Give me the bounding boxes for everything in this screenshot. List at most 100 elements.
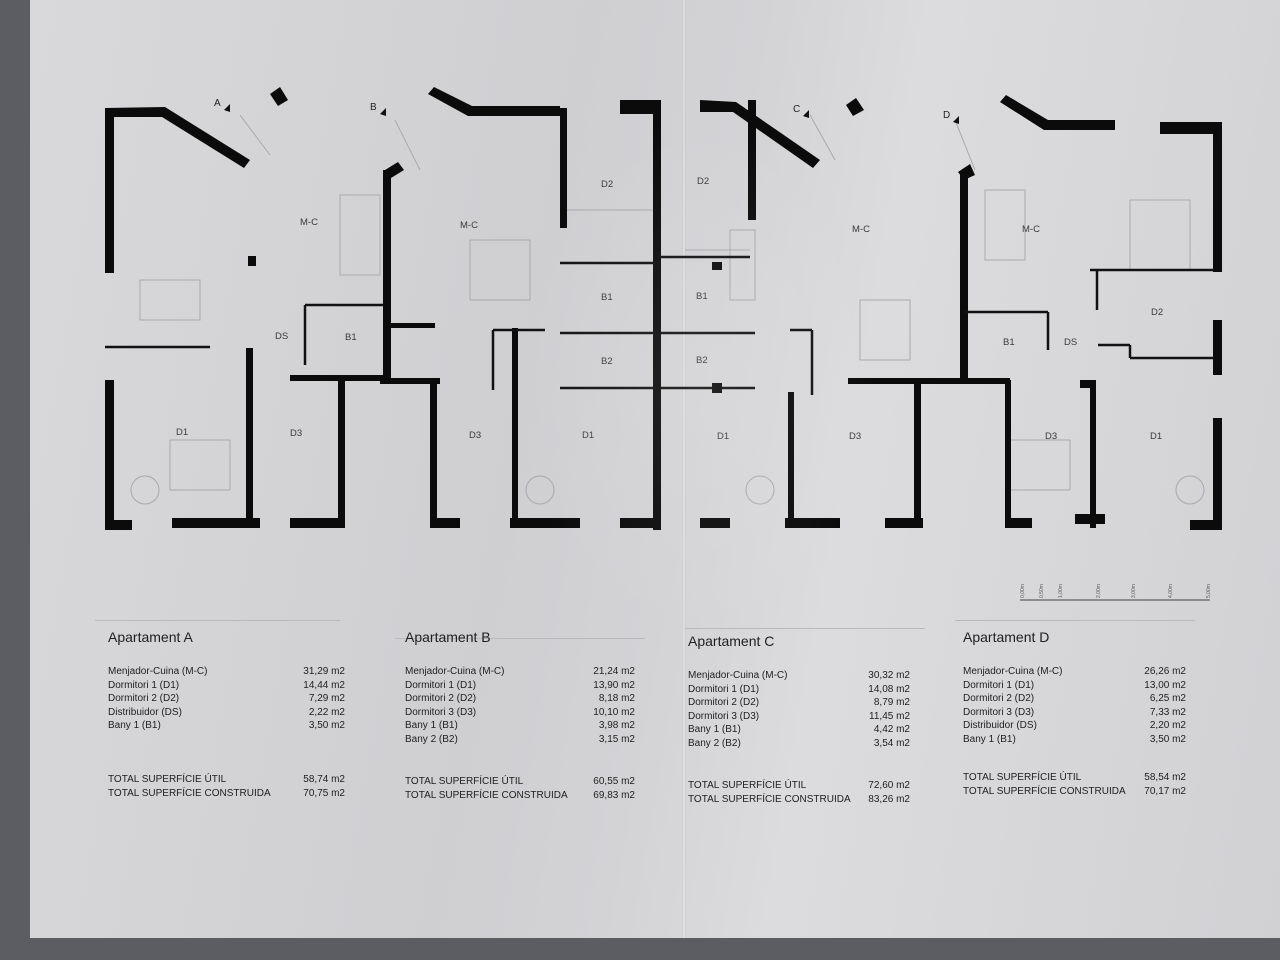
room-row: Bany 1 (B1)3,50 m2 <box>108 719 345 733</box>
room-label: D2 <box>601 179 613 190</box>
room-area: 10,10 m2 <box>593 706 635 718</box>
room-name: Menjador-Cuina (M-C) <box>108 666 208 677</box>
room-name: Distribuidor (DS) <box>963 720 1037 732</box>
entrance-d-marker: D <box>943 110 950 121</box>
room-name: Menjador-Cuina (M-C) <box>963 666 1063 677</box>
room-label: DS <box>1064 337 1077 348</box>
room-area: 6,25 m2 <box>1149 693 1186 705</box>
furniture-hints <box>130 114 1205 505</box>
room-name: Dormitori 1 (D1) <box>405 679 477 691</box>
total-area: 58,74 m2 <box>303 773 345 785</box>
room-name: Bany 1 (B1) <box>963 733 1016 745</box>
room-label: D1 <box>1150 431 1162 442</box>
room-area: 11,45 m2 <box>869 710 910 722</box>
apartment-d-table: Apartament D Menjador-Cuina (M-C)26,26 m… <box>963 629 1186 800</box>
scale-label: 0,00m <box>1020 584 1026 598</box>
room-row: Dormitori 1 (D1) 13,00 m2 <box>963 679 1186 693</box>
room-name: Dormitori 3 (D3) <box>405 706 477 718</box>
room-area: 26,26 m2 <box>1144 666 1186 677</box>
scale-label: 1,00m <box>1058 584 1064 598</box>
room-row: Dormitori 3 (D3) 7,33 m2 <box>963 706 1186 720</box>
room-row: Dormitori 3 (D3) 10,10 m2 <box>405 706 635 720</box>
room-label: D2 <box>697 176 709 187</box>
room-area: 30,32 m2 <box>868 670 910 681</box>
room-area: 7,29 m2 <box>308 693 345 705</box>
room-area: 3,50 m2 <box>1149 733 1186 745</box>
room-label: D3 <box>469 430 481 441</box>
room-area: 4,42 m2 <box>873 724 910 736</box>
room-row: Dormitori 1 (D1) 14,44 m2 <box>108 679 345 693</box>
total-name: TOTAL SUPERFÍCIE ÚTIL <box>405 775 524 787</box>
total-name: TOTAL SUPERFÍCIE CONSTRUIDA <box>108 788 271 800</box>
room-area: 13,00 m2 <box>1144 679 1186 691</box>
scale-label: 3,00m <box>1131 584 1137 598</box>
room-row: Dormitori 2 (D2)6,25 m2 <box>963 692 1186 706</box>
room-row: Bany 2 (B2)3,15 m2 <box>405 733 635 747</box>
total-area: 69,83 m2 <box>593 790 635 802</box>
divider <box>955 620 1195 621</box>
room-name: Menjador-Cuina (M-C) <box>405 666 505 677</box>
room-row: Dormitori 2 (D2) 8,18 m2 <box>405 692 635 706</box>
room-area: 3,54 m2 <box>873 737 910 749</box>
room-row: Bany 1 (B1) 3,50 m2 <box>963 733 1186 747</box>
room-row: Bany 1 (B1) 4,42 m2 <box>688 723 910 737</box>
apartment-c-table: Apartament C Menjador-Cuina (M-C)30,32 m… <box>688 633 910 808</box>
room-row: Menjador-Cuina (M-C)21,24 m2 <box>405 665 635 679</box>
room-row: Dormitori 3 (D3) 11,45 m2 <box>688 710 910 724</box>
total-name: TOTAL SUPERFÍCIE CONSTRUIDA <box>963 786 1126 798</box>
total-area: 72,60 m2 <box>868 779 910 791</box>
scale-label: 2,00m <box>1096 584 1102 598</box>
room-area: 14,44 m2 <box>303 679 345 691</box>
room-name: Bany 2 (B2) <box>688 737 741 749</box>
room-area: 13,90 m2 <box>593 679 635 691</box>
scale-label: 4,00m <box>1168 584 1174 598</box>
room-label: D2 <box>1151 307 1163 318</box>
room-area: 3,50 m2 <box>308 720 345 732</box>
room-name: Dormitori 2 (D2) <box>405 693 477 705</box>
total-area: 70,17 m2 <box>1144 786 1186 798</box>
room-area: 8,18 m2 <box>598 693 635 705</box>
total-row: TOTAL SUPERFÍCIE ÚTIL 58,74 m2 <box>108 773 345 788</box>
room-name: Dormitori 3 (D3) <box>688 710 760 722</box>
total-area: 70,75 m2 <box>303 788 345 800</box>
room-label: B1 <box>1003 337 1015 348</box>
room-name: Dormitori 1 (D1) <box>963 679 1035 691</box>
room-name: Dormitori 2 (D2) <box>108 693 180 705</box>
room-row: Dormitori 1 (D1) 14,08 m2 <box>688 683 910 697</box>
apartment-c-walls <box>660 98 998 528</box>
room-area: 7,33 m2 <box>1149 706 1186 718</box>
total-name: TOTAL SUPERFÍCIE ÚTIL <box>108 773 227 785</box>
arrow-icon <box>953 116 959 124</box>
room-row: Distribuidor (DS)2,20 m2 <box>963 719 1186 733</box>
room-row: Dormitori 2 (D2) 7,29 m2 <box>108 692 345 706</box>
room-name: Bany 1 (B1) <box>688 724 741 736</box>
room-name: Dormitori 1 (D1) <box>108 679 180 691</box>
room-area: 14,08 m2 <box>868 683 910 695</box>
room-name: Bany 1 (B1) <box>405 720 458 732</box>
room-name: Dormitori 2 (D2) <box>688 697 760 709</box>
entrance-a-marker: A <box>214 98 221 109</box>
room-row: Menjador-Cuina (M-C)30,32 m2 <box>688 669 910 683</box>
apartment-a-table: Apartament A Menjador-Cuina (M-C)31,29 m… <box>108 629 345 802</box>
total-area: 58,54 m2 <box>1144 771 1186 783</box>
room-area: 2,22 m2 <box>308 706 345 718</box>
scale-bar: 0,00m 0,50m 1,00m 2,00m 3,00m 4,00m 5,00… <box>1020 584 1212 601</box>
apartment-d-walls <box>958 95 1222 530</box>
room-name: Dormitori 3 (D3) <box>963 706 1035 718</box>
room-label: M-C <box>460 220 478 231</box>
arrow-icon <box>224 104 230 112</box>
room-label: DS <box>275 331 288 342</box>
total-area: 83,26 m2 <box>868 794 910 806</box>
arrow-icon <box>380 108 386 116</box>
room-label: B1 <box>345 332 357 343</box>
scale-label: 0,50m <box>1039 584 1045 598</box>
room-name: Dormitori 1 (D1) <box>688 683 760 695</box>
room-label: B2 <box>601 356 613 367</box>
divider <box>95 620 340 621</box>
room-label: D3 <box>849 431 861 442</box>
divider <box>685 628 925 629</box>
apartment-title: Apartament B <box>405 629 491 645</box>
